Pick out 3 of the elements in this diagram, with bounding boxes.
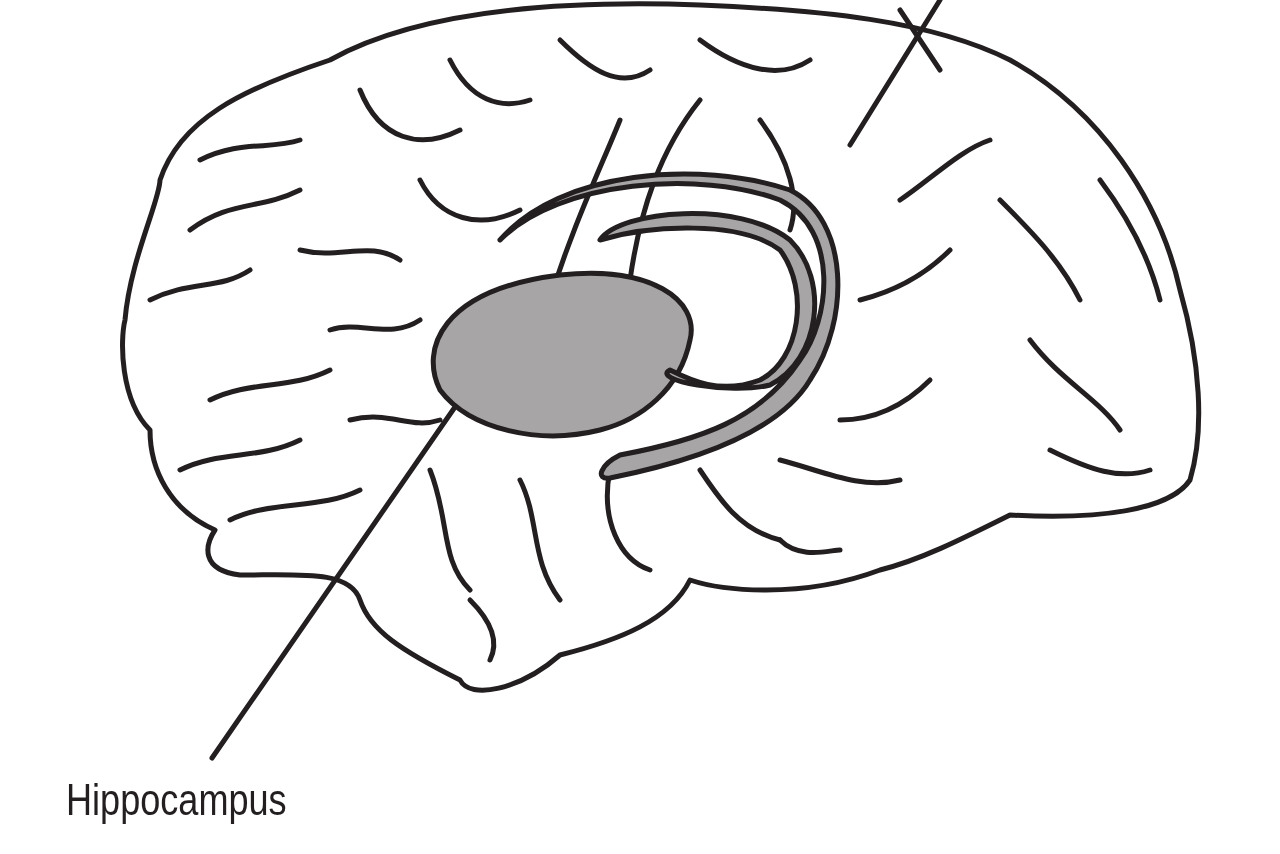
shaded-region [430, 171, 841, 481]
part-label: Hippocampus [66, 775, 287, 825]
leader-line [209, 404, 458, 761]
